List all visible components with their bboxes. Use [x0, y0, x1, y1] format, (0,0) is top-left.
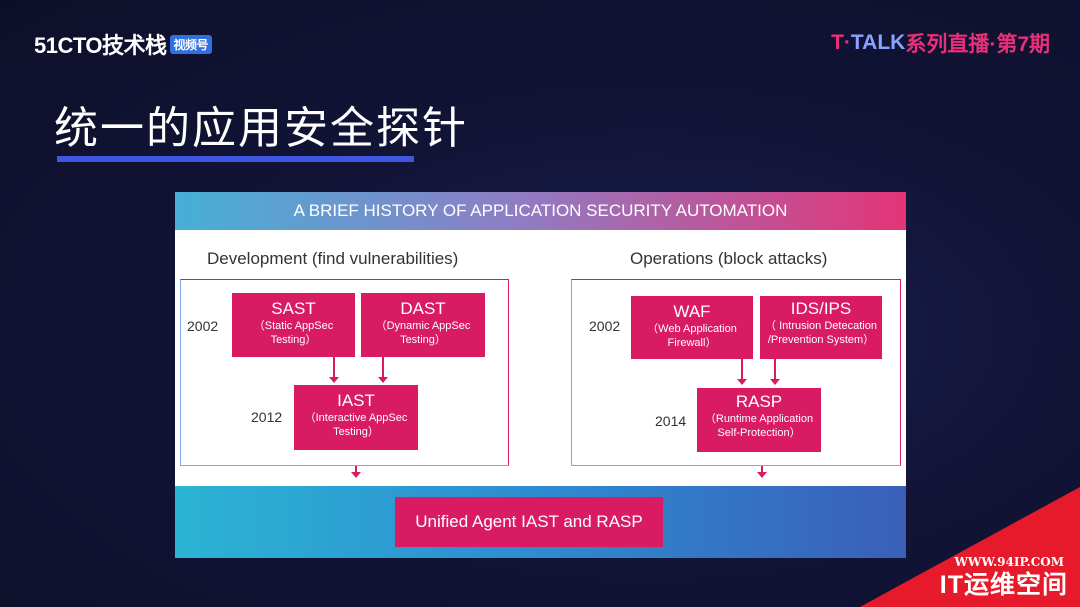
sast-box: SAST （Static AppSec Testing） — [232, 293, 355, 357]
development-label: Development (find vulnerabilities) — [207, 249, 459, 268]
waf-to-rasp-arrow — [738, 359, 746, 385]
dast-sub1: （Dynamic AppSec — [375, 320, 471, 332]
dast-sub2: Testing） — [400, 334, 446, 346]
brand-name: 51CTO技术栈 — [34, 33, 167, 58]
ids-ips-sub1: （ Intrusion Detecation — [765, 320, 877, 332]
operations-year-top: 2002 — [589, 318, 621, 334]
rasp-box: RASP （Runtime Application Self-Protectio… — [697, 388, 821, 452]
waf-box: WAF （Web Application Firewall） — [631, 296, 753, 359]
ids-to-rasp-arrow — [771, 359, 779, 385]
ids-ips-sub2: /Prevention System） — [767, 334, 875, 346]
operations-out-arrow — [758, 466, 766, 478]
dast-title: DAST — [400, 299, 446, 318]
iast-sub1: （Interactive AppSec — [304, 412, 408, 424]
iast-sub2: Testing） — [333, 426, 379, 438]
sast-to-iast-arrow — [330, 357, 338, 383]
waf-title: WAF — [673, 302, 711, 321]
unified-agent-box: Unified Agent IAST and RASP — [395, 497, 663, 547]
brand-logo: 51CTO技术栈 视频号 — [34, 28, 213, 60]
iast-box: IAST （Interactive AppSec Testing） — [294, 385, 418, 450]
waf-sub1: （Web Application — [647, 323, 737, 335]
sast-title: SAST — [271, 299, 316, 318]
series-talk: TALK — [850, 31, 906, 54]
dast-box: DAST （Dynamic AppSec Testing） — [361, 293, 485, 357]
development-year-top: 2002 — [187, 318, 219, 334]
title-underline — [57, 156, 414, 162]
ids-ips-title: IDS/IPS — [790, 299, 852, 318]
diagram-heading: A BRIEF HISTORY OF APPLICATION SECURITY … — [175, 192, 906, 230]
rasp-title: RASP — [735, 392, 783, 411]
brand-tag: 视频号 — [169, 34, 213, 54]
slide-title: 统一的应用安全探针 — [54, 103, 468, 154]
iast-title: IAST — [337, 391, 375, 410]
dast-to-iast-arrow — [379, 357, 387, 383]
operations-label: Operations (block attacks) — [630, 249, 828, 268]
rasp-sub2: Self-Protection） — [717, 427, 801, 439]
waf-sub2: Firewall） — [667, 337, 717, 349]
operations-frame — [571, 279, 901, 466]
watermark-name: IT运维空间 — [939, 571, 1068, 599]
ids-ips-box: IDS/IPS （ Intrusion Detecation /Preventi… — [760, 296, 882, 359]
history-diagram: A BRIEF HISTORY OF APPLICATION SECURITY … — [175, 192, 906, 558]
series-rest: 系列直播·第7期 — [905, 33, 1050, 56]
series-t: T· — [831, 31, 851, 54]
development-out-arrow — [352, 466, 360, 478]
watermark-url: WWW.94IP.COM — [954, 555, 1064, 569]
rasp-sub1: （Runtime Application — [704, 413, 814, 425]
development-frame — [180, 279, 509, 466]
watermark-corner — [860, 487, 1080, 607]
sast-sub1: （Static AppSec — [253, 320, 334, 332]
operations-year-bottom: 2014 — [655, 413, 687, 429]
sast-sub2: Testing） — [270, 334, 317, 346]
development-year-bottom: 2012 — [251, 409, 283, 425]
